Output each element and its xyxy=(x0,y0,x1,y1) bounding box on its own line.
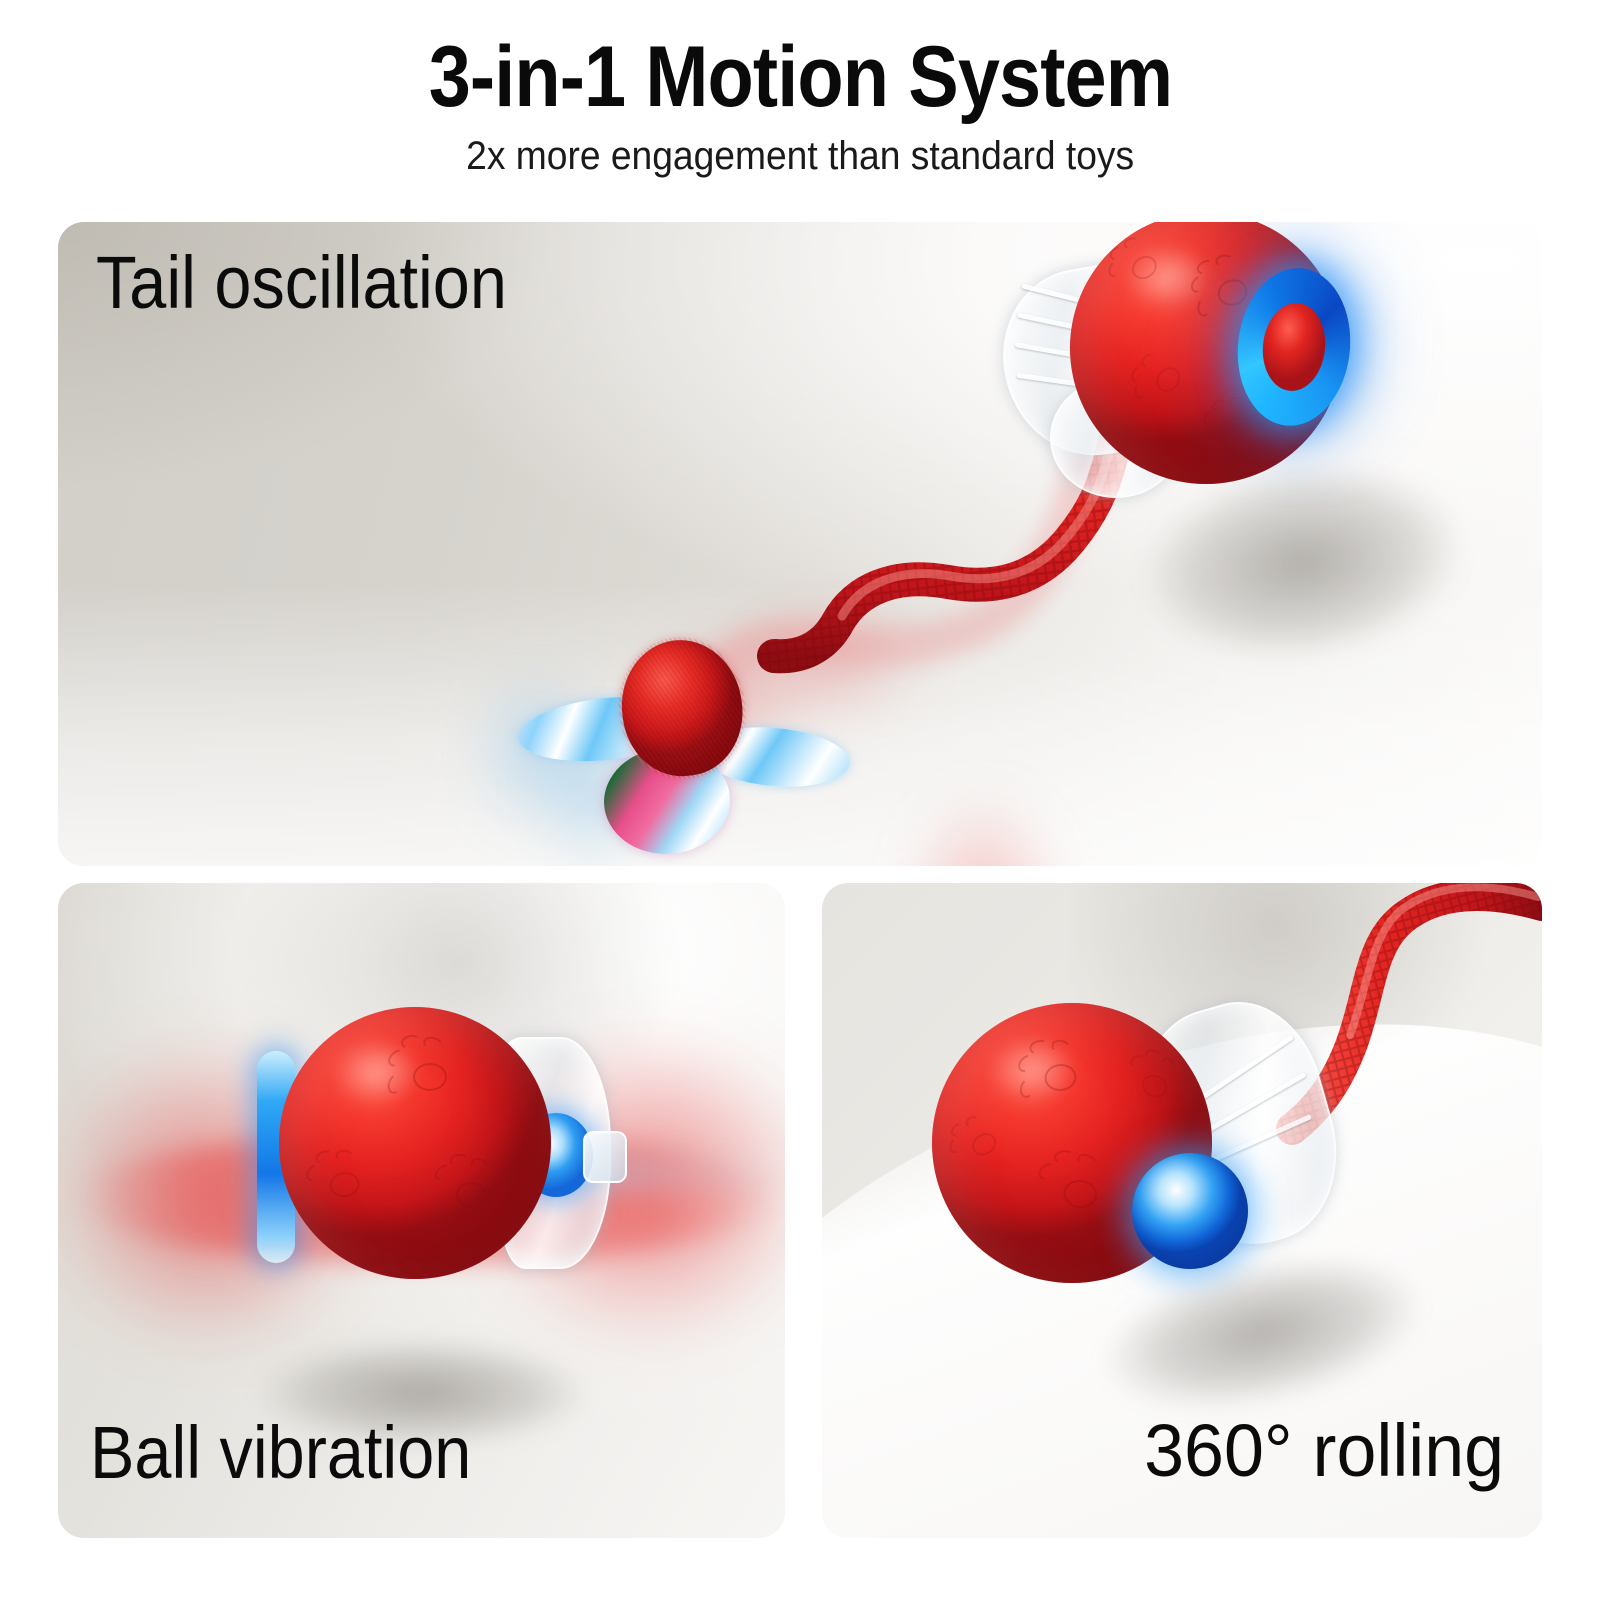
panel-label-tail-oscillation: Tail oscillation xyxy=(96,241,507,324)
product-ball-tail xyxy=(988,222,1370,532)
tail-tip-assembly xyxy=(515,622,878,862)
red-ball xyxy=(1070,222,1370,484)
red-ball xyxy=(932,1003,1264,1287)
header: 3-in-1 Motion System 2x more engagement … xyxy=(0,0,1600,200)
panel-360-rolling[interactable] xyxy=(822,883,1542,1538)
panel-ball-vibration[interactable] xyxy=(58,883,785,1538)
panel-label-ball-vibration: Ball vibration xyxy=(90,1411,472,1494)
paw-print-emboss xyxy=(1028,1147,1113,1227)
page-title: 3-in-1 Motion System xyxy=(428,29,1172,125)
paw-print-emboss xyxy=(383,1033,459,1105)
blue-led-lens xyxy=(1132,1153,1248,1269)
product-ball-vibration xyxy=(233,963,633,1363)
housing-knob xyxy=(583,1131,627,1183)
panel-tail-oscillation[interactable] xyxy=(58,222,1542,866)
ball-specular-highlight xyxy=(1118,239,1245,332)
ball-cast-shadow xyxy=(208,1323,638,1463)
paw-print-emboss xyxy=(425,1150,505,1225)
paw-print-emboss xyxy=(1011,1035,1092,1110)
page-subtitle: 2x more engagement than standard toys xyxy=(466,134,1134,178)
paw-print-emboss xyxy=(1119,338,1204,424)
rope-tail xyxy=(688,411,1135,722)
red-ball xyxy=(279,1007,551,1279)
paw-print-emboss xyxy=(1110,1040,1191,1119)
rope-tail xyxy=(1276,883,1542,1145)
panel-label-360-rolling: 360° rolling xyxy=(1144,1409,1504,1492)
paw-print-emboss xyxy=(375,1237,437,1285)
product-ball-rolling xyxy=(922,953,1360,1353)
paw-print-emboss xyxy=(299,1144,377,1217)
ball-specular-highlight xyxy=(982,1031,1112,1127)
